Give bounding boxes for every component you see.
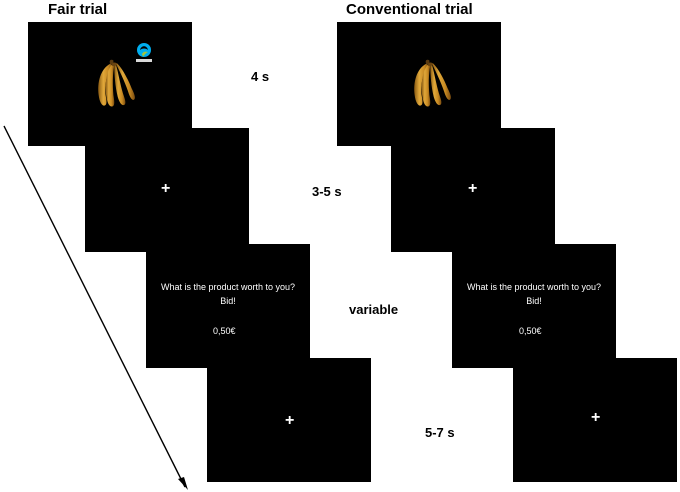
conventional-fixation-screen-1: + <box>391 128 555 252</box>
bid-question: What is the product worth to you? Bid! <box>452 280 616 308</box>
bid-question-text: What is the product worth to you? <box>466 282 602 292</box>
bid-question: What is the product worth to you? Bid! <box>146 280 310 308</box>
timing-fixation-1: 3-5 s <box>312 184 342 199</box>
fixation-cross: + <box>591 409 601 426</box>
conventional-trial-heading: Conventional trial <box>346 1 473 18</box>
conventional-bid-screen: What is the product worth to you? Bid! 0… <box>452 244 616 368</box>
bid-question-text: What is the product worth to you? <box>160 282 296 292</box>
conventional-fixation-screen-2: + <box>513 358 677 482</box>
fair-fixation-screen-2: + <box>207 358 371 482</box>
fixation-cross: + <box>468 180 478 197</box>
timing-bid: variable <box>349 302 399 317</box>
fair-fixation-screen-1: + <box>85 128 249 252</box>
fixation-cross: + <box>161 180 171 197</box>
fairtrade-logo-icon <box>136 43 152 62</box>
fair-trial-heading: Fair trial <box>48 1 108 18</box>
bid-value: 0,50€ <box>519 326 542 336</box>
timing-product-display: 4 s <box>251 69 270 84</box>
timing-fixation-2: 5-7 s <box>425 425 455 440</box>
conventional-product-screen <box>337 22 501 146</box>
bid-value: 0,50€ <box>213 326 236 336</box>
banana-bunch-icon <box>414 59 451 107</box>
fair-product-screen <box>28 22 192 146</box>
bid-instruction-text: Bid! <box>526 296 542 306</box>
bid-instruction-text: Bid! <box>220 296 236 306</box>
fair-bid-screen: What is the product worth to you? Bid! 0… <box>146 244 310 368</box>
fixation-cross: + <box>285 412 295 429</box>
